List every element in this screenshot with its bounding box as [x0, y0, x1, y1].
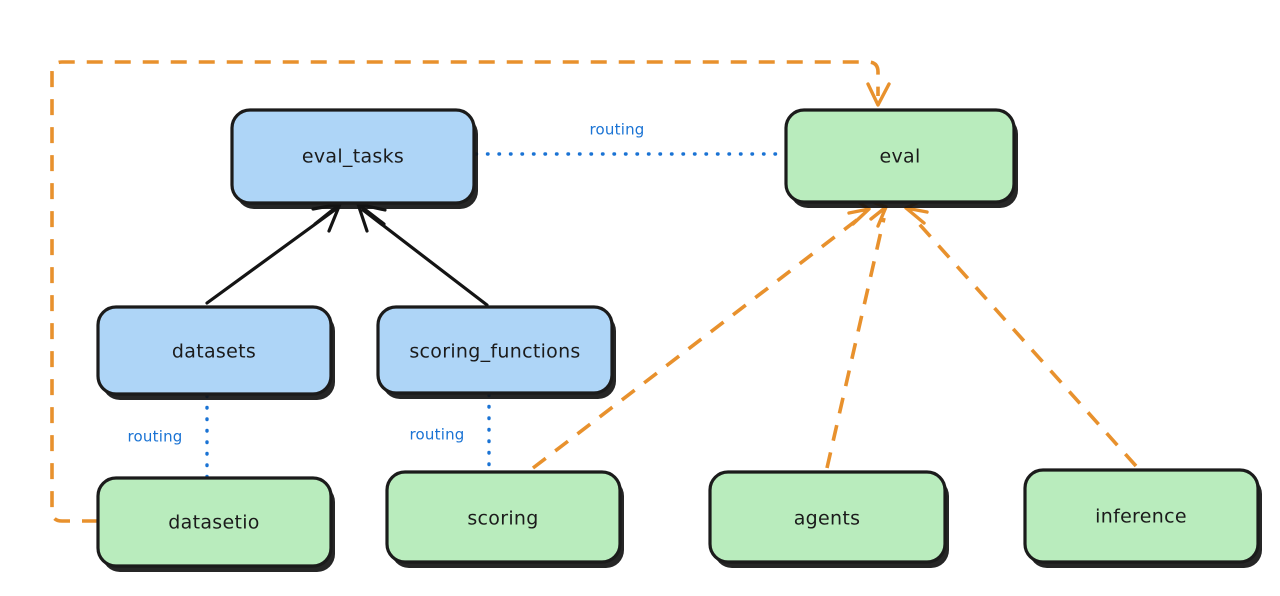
edge-agents-to-eval: [825, 217, 886, 469]
node-datasetio-label: datasetio: [168, 512, 259, 534]
edge-scoring-to-eval: [531, 214, 864, 470]
node-eval-box[interactable]: [784, 108, 1016, 204]
node-scoring_functions[interactable]: scoring_functions: [376, 305, 616, 399]
node-inference-box[interactable]: [1023, 468, 1260, 564]
node-datasetio[interactable]: datasetio: [96, 476, 335, 572]
edge-label-routing-scoring: routing: [410, 426, 465, 444]
arrowhead-datasetio-to-eval: [866, 82, 891, 107]
edge-label-layer: routing routing routing: [128, 121, 645, 446]
edge-scoring_functions-to-eval_tasks: [361, 208, 489, 307]
node-scoring[interactable]: scoring: [385, 470, 624, 568]
edge-datasetio-to-eval: [50, 60, 880, 523]
node-scoring_functions-box[interactable]: [376, 305, 614, 395]
node-eval_tasks-box[interactable]: [230, 108, 476, 205]
node-scoring-box[interactable]: [385, 470, 622, 564]
edge-label-routing-eval: routing: [590, 121, 645, 139]
node-datasets-label: datasets: [172, 341, 256, 363]
edge-inference-to-eval: [910, 214, 1138, 468]
node-agents-label: agents: [794, 508, 861, 530]
node-agents-box[interactable]: [708, 470, 947, 564]
node-agents[interactable]: agents: [708, 470, 949, 568]
node-inference-label: inference: [1095, 506, 1187, 528]
node-eval[interactable]: eval: [784, 108, 1018, 208]
node-inference[interactable]: inference: [1023, 468, 1262, 568]
node-eval_tasks-label: eval_tasks: [302, 146, 404, 168]
node-datasetio-box[interactable]: [96, 476, 333, 568]
edge-label-routing-datasetio: routing: [128, 428, 183, 446]
node-datasets[interactable]: datasets: [96, 305, 335, 400]
node-eval-label: eval: [879, 146, 920, 168]
node-scoring-label: scoring: [467, 508, 538, 530]
node-datasets-box[interactable]: [96, 305, 333, 396]
node-scoring_functions-label: scoring_functions: [409, 341, 580, 363]
node-eval_tasks[interactable]: eval_tasks: [230, 108, 478, 209]
